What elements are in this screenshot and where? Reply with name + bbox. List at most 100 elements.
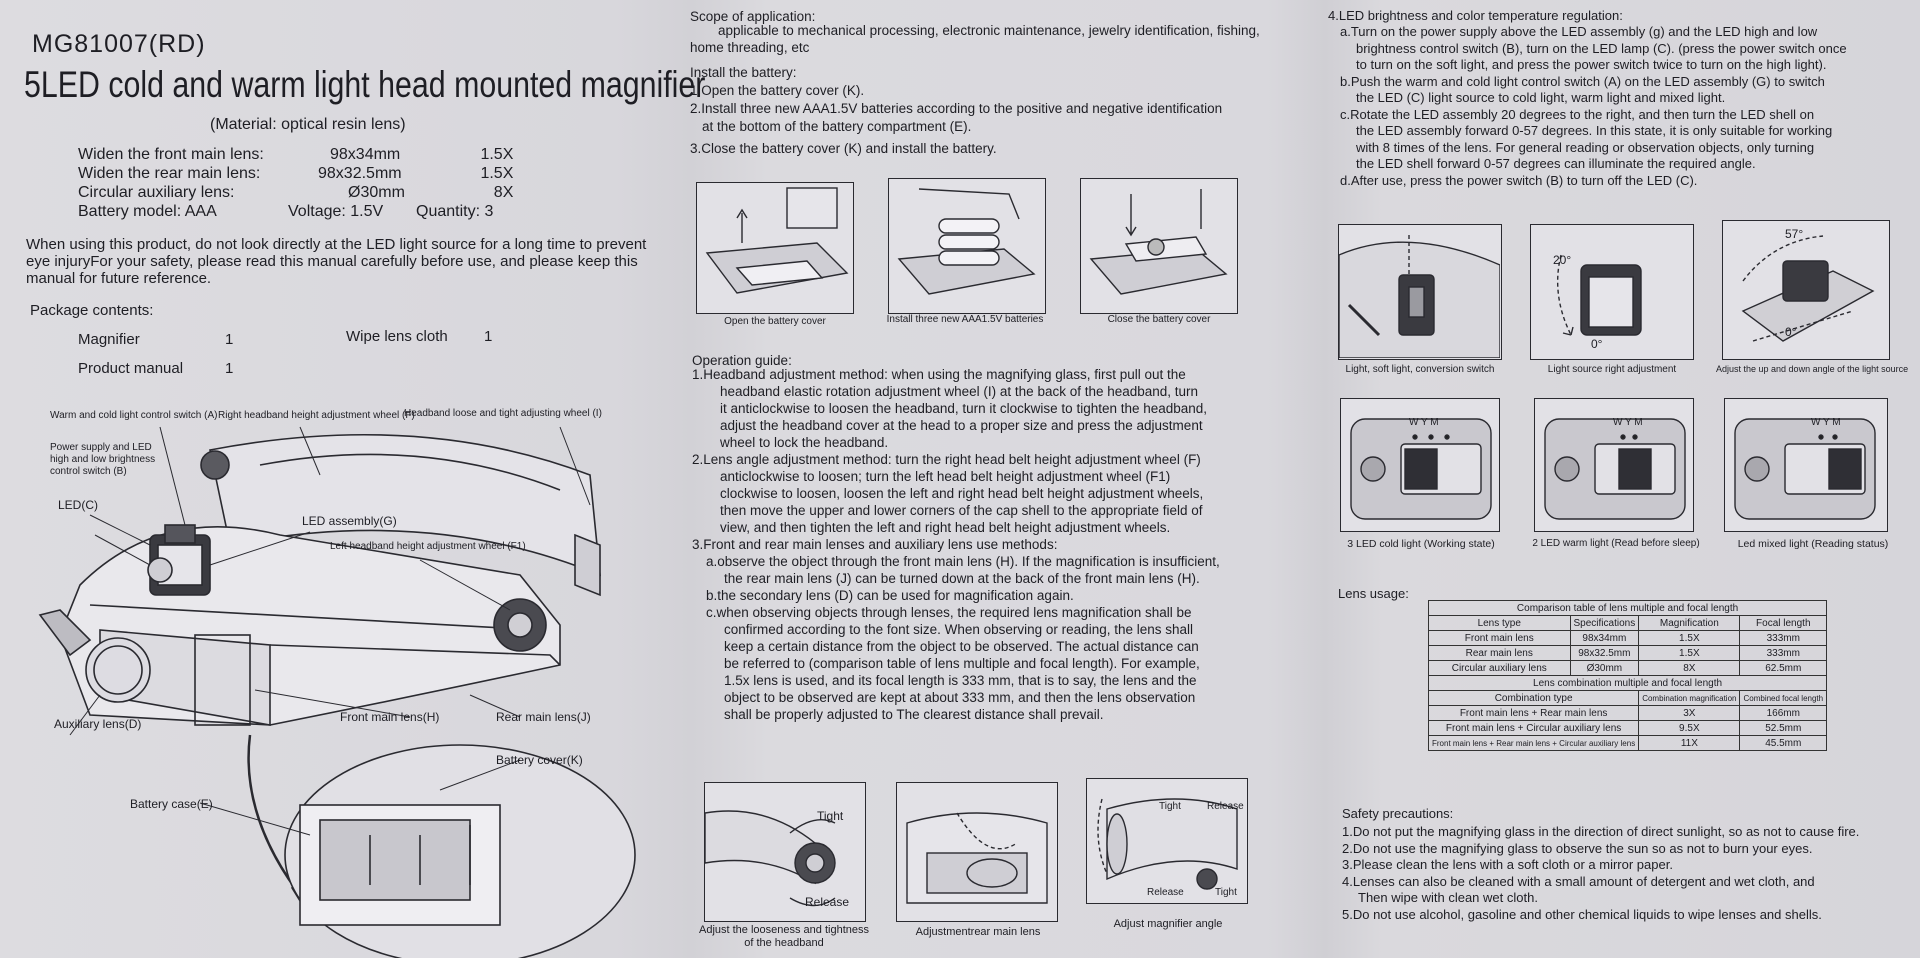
- caption-conversion-switch: Light, soft light, conversion switch: [1345, 364, 1495, 375]
- led-heading: 4.LED brightness and color temperature r…: [1328, 8, 1623, 23]
- table-cell: 45.5mm: [1739, 735, 1828, 751]
- install-step: at the bottom of the battery compartment…: [702, 119, 972, 134]
- switch-marks: W Y M: [1811, 417, 1841, 428]
- label-led-assembly: LED assembly(G): [302, 514, 397, 528]
- led-line: to turn on the soft light, and press the…: [1356, 57, 1827, 72]
- operation-heading: Operation guide:: [692, 353, 792, 368]
- table-cell: Ø30mm: [1569, 660, 1640, 676]
- led-line: the LED (C) light source to cold light, …: [1356, 90, 1726, 105]
- lens-table-title: Comparison table of lens multiple and fo…: [1427, 600, 1828, 616]
- op-line: anticlockwise to loosen; turn the left h…: [720, 469, 1171, 484]
- figure-rear-lens: [896, 782, 1058, 922]
- figure-switch-mixed: W Y M: [1724, 398, 1888, 532]
- battery-install-illustration: [897, 188, 1036, 295]
- led-line: c.Rotate the LED assembly 20 degrees to …: [1340, 106, 1815, 122]
- install-step: 3.Close the battery cover (K) and instal…: [690, 141, 997, 156]
- install-step: 2.Install three new AAA1.5V batteries ac…: [690, 101, 1223, 116]
- scope-text: applicable to mechanical processing, ele…: [690, 23, 1260, 55]
- magnifier-angle-illustration: [1097, 798, 1238, 890]
- label-power-supply: Power supply and LED high and low bright…: [50, 442, 156, 477]
- table-cell: 1.5X: [1638, 645, 1741, 661]
- caption-close-cover: Close the battery cover: [1107, 314, 1211, 325]
- table-cell: 333mm: [1739, 630, 1828, 646]
- figure-updown-angle: 57° 0°: [1722, 220, 1890, 360]
- op-line: adjust the headband cover at the head to…: [720, 418, 1203, 433]
- op-line: a.observe the object through the front m…: [706, 554, 1220, 569]
- caption-switch-cold: 3 LED cold light (Working state): [1347, 538, 1495, 550]
- op-line: 1.5x lens is used, and its focal length …: [724, 673, 1197, 688]
- column-right: 4.LED brightness and color temperature r…: [1320, 0, 1920, 958]
- caption-right-adjust: Light source right adjustment: [1547, 364, 1677, 375]
- table-cell: 8X: [1638, 660, 1741, 676]
- table-cell: Rear main lens: [1428, 645, 1571, 661]
- figure-headband-adjust: Tight Release: [704, 782, 866, 922]
- battery-quantity: Quantity: 3: [416, 203, 494, 220]
- operation-text: 1.Headband adjustment method: when using…: [692, 366, 1282, 723]
- angle-57: 57°: [1785, 227, 1804, 241]
- caption-rear-lens: Adjustmentrear main lens: [915, 926, 1041, 938]
- right-adjust-illustration: [1557, 254, 1642, 336]
- battery-model: Battery model: AAA: [78, 203, 217, 220]
- safety-item: 5.Do not use alcohol, gasoline and other…: [1342, 906, 1822, 922]
- spec-mag: 1.5X: [480, 146, 514, 163]
- table-row: Front main lens 98x34mm 1.5X 333mm: [1428, 630, 1828, 646]
- label-right-wheel: Right headband height adjustment wheel (…: [218, 410, 415, 421]
- magnifier-diagram: [38, 426, 636, 958]
- spec-size: Ø30mm: [348, 184, 405, 201]
- label-led: LED(C): [58, 498, 99, 512]
- led-line: the LED shell forward 0-57 degrees can i…: [1356, 156, 1756, 171]
- led-line: with 8 times of the lens. For general re…: [1356, 139, 1815, 155]
- safety-item: 3.Please clean the lens with a soft clot…: [1342, 857, 1673, 872]
- op-line: be referred to (comparison table of lens…: [724, 656, 1200, 671]
- caption-headband: Adjust the looseness and tightness of th…: [698, 924, 869, 949]
- column-middle: Scope of application: applicable to mech…: [680, 0, 1280, 958]
- safety-item: Then wipe with clean wet cloth.: [1358, 890, 1538, 905]
- op-line: the rear main lens (J) can be turned dow…: [724, 571, 1200, 586]
- led-line: d.After use, press the power switch (B) …: [1340, 172, 1698, 188]
- label-battery-cover: Battery cover(K): [496, 753, 583, 767]
- label-release: Release: [1207, 801, 1244, 812]
- table-cell: Front main lens + Rear main lens: [1427, 705, 1640, 721]
- op-line: headband elastic rotation adjustment whe…: [720, 384, 1199, 399]
- spec-mag: 1.5X: [480, 165, 514, 182]
- table-cell: 333mm: [1739, 645, 1828, 661]
- figure-install-batteries: [888, 178, 1046, 314]
- switch-mixed-illustration: [1734, 418, 1876, 520]
- package-qty: 1: [225, 360, 234, 377]
- label-rear-lens: Rear main lens(J): [496, 710, 591, 724]
- col-header: Magnification: [1638, 615, 1741, 631]
- switch-marks: W Y M: [1613, 417, 1643, 428]
- switch-marks: W Y M: [1409, 417, 1439, 428]
- table-cell: 98x34mm: [1569, 630, 1640, 646]
- caption-switch-mixed: Led mixed light (Reading status): [1737, 538, 1889, 550]
- install-step: 1.Open the battery cover (K).: [690, 83, 865, 98]
- table-cell: Front main lens + Circular auxiliary len…: [1427, 720, 1640, 736]
- table-cell: 1.5X: [1638, 630, 1741, 646]
- caption-switch-warm: 2 LED warm light (Read before sleep): [1532, 538, 1700, 549]
- table-cell: Front main lens: [1428, 630, 1571, 646]
- table-row: Rear main lens 98x32.5mm 1.5X 333mm: [1428, 645, 1828, 661]
- op-line: object to be observed are kept at about …: [724, 690, 1196, 705]
- package-qty: 1: [225, 331, 234, 348]
- package-item: Product manual: [78, 360, 184, 377]
- table-row: Front main lens + Rear main lens 3X 166m…: [1427, 705, 1828, 721]
- op-line: 1.Headband adjustment method: when using…: [692, 367, 1186, 382]
- safety-heading: Safety precautions:: [1342, 806, 1454, 821]
- caption-open-cover: Open the battery cover: [724, 316, 826, 327]
- table-cell: 9.5X: [1638, 720, 1741, 736]
- led-line: a.Turn on the power supply above the LED…: [1340, 24, 1818, 39]
- switch-warm-illustration: [1544, 418, 1686, 520]
- spec-size: 98x34mm: [330, 146, 401, 163]
- led-line: b.Push the warm and cold light control s…: [1340, 73, 1825, 89]
- spec-row-battery: Battery model: AAA Voltage: 1.5V Quantit…: [78, 202, 521, 221]
- led-line: the LED assembly forward 0-57 degrees. I…: [1356, 123, 1833, 138]
- caption-install-batteries: Install three new AAA1.5V batteries: [886, 314, 1044, 325]
- spec-label: Widen the rear main lens:: [78, 165, 261, 182]
- spec-row: Widen the front main lens: 98x34mm 1.5X: [78, 145, 521, 164]
- scope-heading: Scope of application:: [690, 9, 816, 24]
- table-cell: 3X: [1638, 705, 1741, 721]
- op-line: shall be properly adjusted to The cleare…: [724, 707, 1104, 722]
- op-line: 2.Lens angle adjustment method: turn the…: [692, 452, 1201, 467]
- col-header: Combination magnification: [1638, 690, 1741, 706]
- battery-voltage: Voltage: 1.5V: [288, 203, 384, 220]
